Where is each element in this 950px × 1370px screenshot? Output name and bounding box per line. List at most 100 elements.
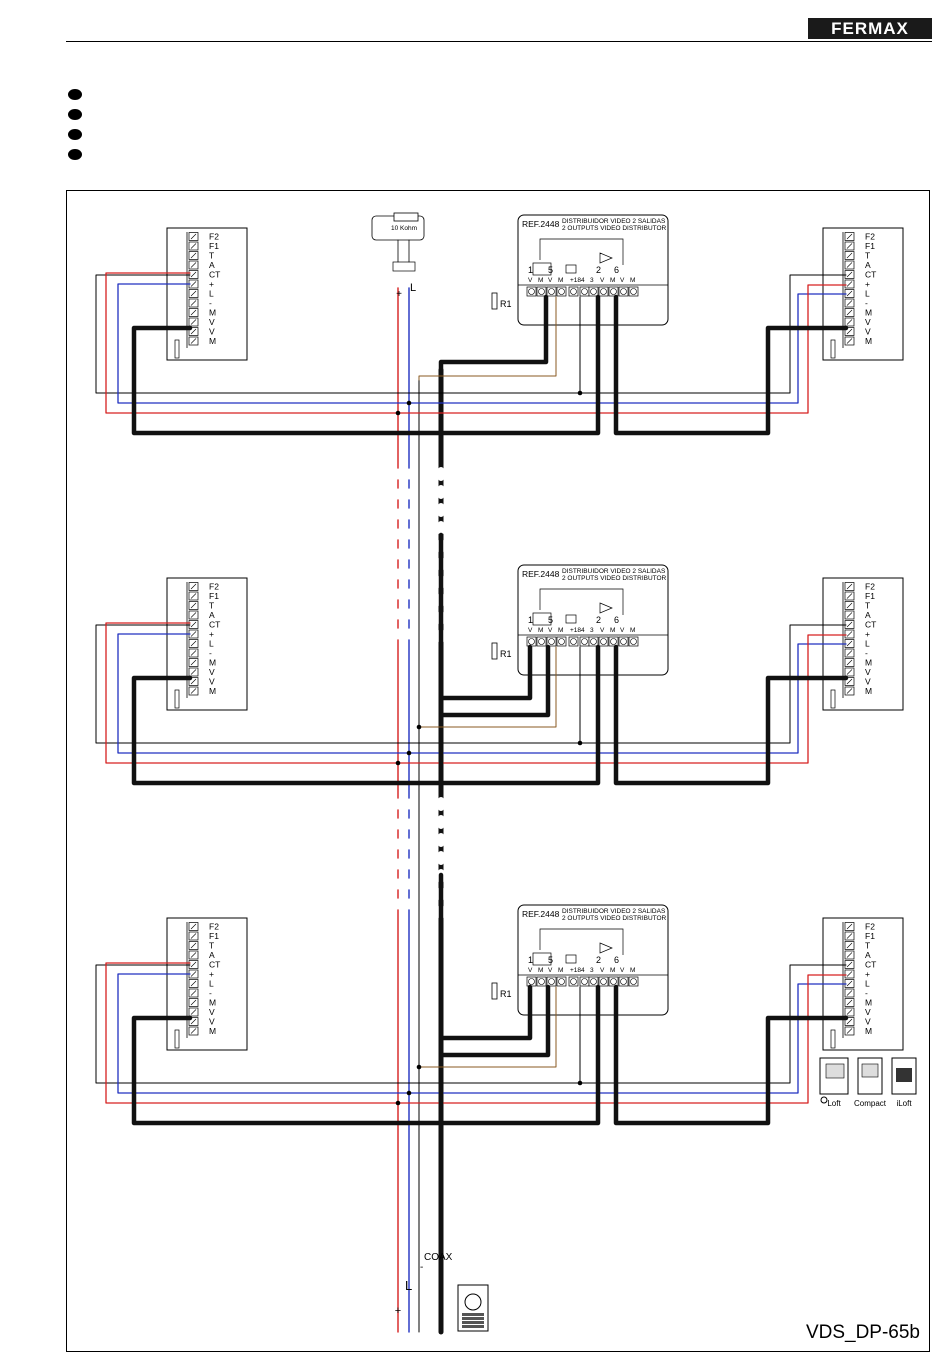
compact-screen	[861, 1063, 879, 1078]
screw-slot	[846, 640, 853, 647]
wire-plus-right	[397, 974, 847, 1104]
jumper-icon	[174, 1029, 180, 1049]
jumper-icon	[174, 689, 180, 709]
screw-slot	[846, 923, 853, 930]
screw-slot	[190, 933, 197, 939]
terminal-label: V	[865, 327, 871, 337]
screw-slot	[190, 602, 197, 609]
screw-slot	[846, 328, 853, 335]
pin-label: V	[528, 277, 533, 284]
terminal-label: V	[865, 677, 871, 687]
terminal-label: -	[865, 298, 868, 308]
screw-slot	[190, 678, 197, 685]
screw-slot	[846, 602, 853, 609]
wire-plus-right	[397, 634, 847, 764]
terminal-label: -	[209, 298, 212, 308]
terminal-label: -	[865, 988, 868, 998]
header-rule	[66, 41, 932, 42]
camera-icon	[464, 1293, 482, 1311]
wire-plus-left	[105, 622, 399, 764]
coax-right-output	[613, 984, 849, 1126]
terminal-label: F2	[865, 922, 875, 932]
wire-brown	[418, 986, 557, 1068]
pin-terminal	[628, 286, 639, 297]
pin-label: V	[600, 627, 605, 634]
terminal-label: M	[865, 1026, 872, 1036]
coax-right-output	[613, 644, 849, 786]
handset-icon	[820, 1096, 828, 1104]
r1-resistor-icon	[491, 982, 498, 1000]
pin-terminal	[598, 636, 609, 647]
iloft-screen	[896, 1068, 912, 1082]
wire-l-left	[117, 973, 410, 1094]
junction	[577, 1080, 583, 1086]
pin-terminal	[568, 286, 579, 297]
wire-plus-left	[105, 962, 399, 1104]
terminal-label: CT	[209, 960, 220, 970]
screw-slot	[846, 243, 853, 249]
terminal-label: M	[209, 1026, 216, 1036]
screw-slot	[190, 319, 197, 325]
screw-slot	[846, 309, 853, 316]
wire-ct	[579, 964, 847, 1084]
pin-terminal	[536, 636, 547, 647]
riser-bottom-plus-label: +	[395, 1305, 401, 1317]
pin-screw	[548, 288, 555, 295]
amplifier-icon	[599, 602, 613, 614]
signal-trace	[539, 238, 624, 265]
pin-terminal	[588, 286, 599, 297]
terminal-label: F2	[209, 582, 219, 592]
door-panel-icon	[457, 1284, 489, 1332]
screw-slot	[190, 290, 197, 297]
terminal-label: T	[209, 941, 214, 951]
screw-slot	[190, 659, 197, 666]
pin-screw	[528, 978, 535, 985]
terminal-label: V	[865, 1007, 871, 1017]
coax-input	[438, 872, 533, 1041]
pin-screw	[600, 978, 607, 985]
pin-terminal	[536, 286, 547, 297]
resistor-label: 10 Kohm	[391, 225, 417, 232]
coax-output-down	[438, 984, 551, 1130]
pin-label: V	[620, 627, 625, 634]
pin-screw	[558, 288, 565, 295]
pin-terminal	[556, 286, 567, 297]
pin-screw	[620, 978, 627, 985]
riser-top-l-label: L	[410, 282, 416, 294]
screw-slot	[846, 942, 853, 949]
input-label: 1	[528, 265, 533, 275]
junction	[395, 1100, 401, 1106]
pin-screw	[590, 638, 597, 645]
wire-l-right	[408, 293, 847, 404]
junction	[577, 740, 583, 746]
terminal-label: V	[209, 1007, 215, 1017]
screw-slot	[846, 319, 853, 325]
screw-slot	[846, 669, 853, 675]
r1-resistor-icon	[491, 642, 498, 660]
terminal-label: CT	[209, 620, 220, 630]
pin-label: 4	[581, 967, 585, 974]
screw-slot	[846, 621, 853, 628]
screw-slot	[846, 271, 853, 278]
pin-label: M	[630, 627, 635, 634]
pin-terminal	[556, 636, 567, 647]
pin-terminal	[618, 286, 629, 297]
door-panel-button	[462, 1325, 484, 1328]
terminal-label: +	[209, 969, 214, 979]
terminal-label: -	[865, 648, 868, 658]
output1-label: 2	[596, 265, 601, 275]
pin-screw	[528, 638, 535, 645]
pin-terminal	[556, 976, 567, 987]
pin-screw	[548, 638, 555, 645]
screw-slot	[190, 980, 197, 987]
pin-label: M	[610, 277, 615, 284]
door-panel-button	[462, 1321, 484, 1324]
pin-label: V	[600, 277, 605, 284]
output2-label: 6	[614, 955, 619, 965]
riser-top-plus-label: +	[396, 289, 402, 300]
pin-screw	[630, 978, 637, 985]
screw-slot	[846, 980, 853, 987]
pin-label: +18	[570, 627, 581, 634]
pin-screw	[538, 638, 545, 645]
